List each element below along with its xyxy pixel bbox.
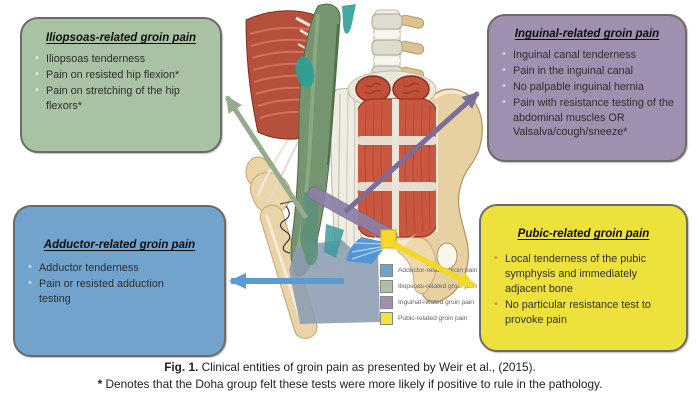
- figure-caption-text: Clinical entities of groin pain as prese…: [198, 360, 536, 374]
- legend-swatch-adductor: [380, 263, 393, 277]
- iliopsoas-box: Iliopsoas-related groin pain Iliopsoas t…: [20, 17, 222, 153]
- list-item: Pain in the inguinal canal: [502, 63, 679, 79]
- adductor-origin-highlight: [346, 237, 388, 264]
- legend-label: Inguinal-related groin pain: [398, 298, 474, 306]
- list-item: No particular resistance test to provoke…: [494, 297, 680, 328]
- legend-swatch-iliopsoas: [380, 279, 393, 293]
- pubic-marker: [380, 229, 397, 249]
- pubic-box-title: Pubic-related groin pain: [517, 228, 650, 240]
- legend-swatch-inguinal: [380, 295, 393, 309]
- list-item: Pain on resisted hip flexion*: [35, 67, 214, 83]
- inguinal-box: Inguinal-related groin pain Inguinal can…: [487, 14, 687, 162]
- list-item: Pain or resisted adduction testing: [28, 276, 190, 307]
- adductor-box: Adductor-related groin pain Adductor ten…: [13, 205, 226, 357]
- legend-label: Iliopsoas-related groin pain: [398, 282, 477, 290]
- legend: Adductor-related groin pain Iliopsoas-re…: [380, 262, 477, 326]
- adductor-box-title: Adductor-related groin pain: [43, 239, 196, 251]
- inguinal-arrow: [343, 91, 480, 214]
- rectus-abdominis: [356, 98, 438, 250]
- legend-swatch-pubic: [380, 311, 393, 325]
- figure-caption-label: Fig. 1.: [164, 360, 199, 374]
- spine: [371, 9, 425, 87]
- oblique-muscles: [245, 10, 332, 205]
- footnote-text: Denotes that the Doha group felt these t…: [102, 377, 603, 391]
- list-item: Adductor tenderness: [28, 260, 190, 276]
- iliopsoas-box-title: Iliopsoas-related groin pain: [45, 32, 197, 44]
- legend-item: Iliopsoas-related groin pain: [380, 278, 477, 294]
- legend-label: Adductor-related groin pain: [398, 266, 478, 274]
- pubic-box-list: Local tenderness of the pubic symphysis …: [481, 251, 686, 328]
- list-item: No palpable inguinal hernia: [502, 79, 679, 95]
- list-item: Inguinal canal tenderness: [502, 47, 679, 63]
- pubic-box: Pubic-related groin pain Local tendernes…: [479, 204, 688, 352]
- iliopsoas-muscle: [290, 3, 356, 277]
- legend-item: Adductor-related groin pain: [380, 262, 477, 278]
- inguinal-ligament-overlay: [307, 186, 398, 243]
- legend-label: Pubic-related groin pain: [398, 314, 468, 322]
- list-item: Pain on stretching of the hip flexors*: [35, 83, 214, 114]
- rectus-sheath: [330, 88, 362, 255]
- iliopsoas-box-list: Iliopsoas tenderness Pain on resisted hi…: [22, 51, 220, 114]
- figure-footnote: * Denotes that the Doha group felt these…: [0, 377, 700, 391]
- adductor-overlay: [289, 240, 380, 324]
- iliopsoas-overlay: [300, 192, 318, 266]
- inguinal-box-list: Inguinal canal tenderness Pain in the in…: [489, 47, 685, 141]
- artist-signature: [279, 199, 299, 254]
- inguinal-box-title: Inguinal-related groin pain: [514, 28, 660, 40]
- rectus-cross-sections: [347, 70, 437, 110]
- legend-item: Pubic-related groin pain: [380, 310, 477, 326]
- femur-bone: [245, 156, 318, 339]
- footnote-marker: *: [97, 377, 103, 391]
- list-item: Pain with resistance testing of the abdo…: [502, 95, 679, 141]
- adductor-box-list: Adductor tenderness Pain or resisted add…: [15, 260, 224, 307]
- figure-caption: Fig. 1. Clinical entities of groin pain …: [0, 360, 700, 374]
- iliopsoas-arrow: [224, 95, 309, 220]
- pectineus-highlight: [324, 224, 344, 258]
- list-item: Iliopsoas tenderness: [35, 51, 214, 67]
- legend-item: Inguinal-related groin pain: [380, 294, 477, 310]
- list-item: Local tenderness of the pubic symphysis …: [494, 251, 680, 297]
